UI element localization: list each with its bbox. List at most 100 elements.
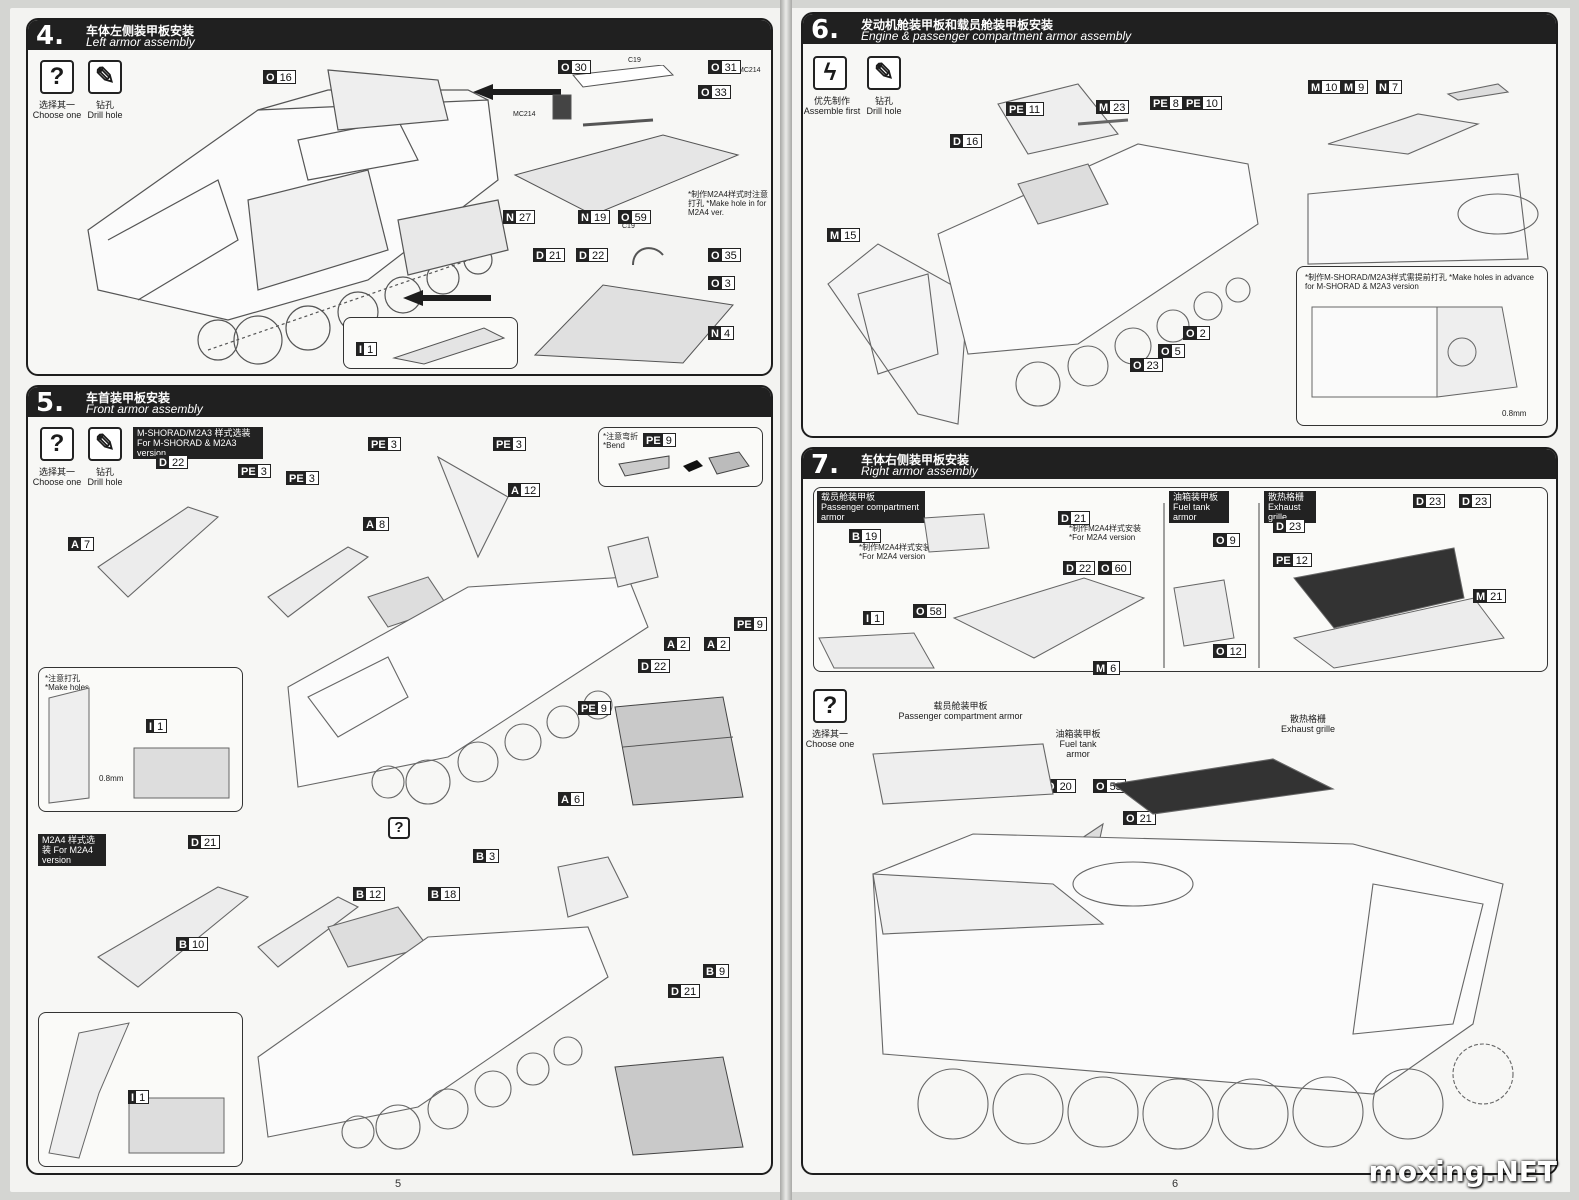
drill-size: 0.8mm bbox=[99, 774, 124, 783]
part-letter: D bbox=[639, 660, 651, 673]
hull-rear-drawing bbox=[1307, 83, 1539, 265]
part-letter: A bbox=[69, 538, 81, 551]
version-badge: M2A4 样式选装 For M2A4 version bbox=[38, 834, 106, 866]
part-letter: N bbox=[709, 327, 721, 340]
part-number: 5 bbox=[1174, 346, 1181, 358]
choose-one-icon: ? bbox=[813, 689, 847, 723]
part-letter: B bbox=[429, 888, 441, 901]
mc-label: MC214 bbox=[738, 67, 761, 74]
part-number: 10 bbox=[1205, 98, 1218, 110]
part-letter: D bbox=[1460, 495, 1472, 508]
part-letter: O bbox=[264, 71, 277, 84]
holes-detail-drawing bbox=[48, 687, 230, 804]
part-number: 11 bbox=[1028, 104, 1041, 116]
armor-plate-lower-drawing bbox=[533, 247, 734, 364]
part-number: 2 bbox=[1199, 328, 1206, 340]
part-letter: M bbox=[1097, 101, 1111, 114]
m2a4-note: *制作M2A4样式安装 *For M2A4 version bbox=[1069, 524, 1142, 542]
part-number: 3 bbox=[308, 473, 315, 485]
step-5-header: 5. 车首装甲板安装 Front armor assembly bbox=[28, 387, 771, 418]
drill-hole-icon: ✎ bbox=[88, 60, 122, 94]
part-letter: I bbox=[357, 343, 365, 356]
part-letter: D bbox=[1274, 520, 1286, 533]
part-letter: A bbox=[364, 518, 376, 531]
part-number: 22 bbox=[591, 250, 605, 262]
part-number: 1 bbox=[874, 613, 881, 625]
step-7-panel: 7. 车体右侧装甲板安装 Right armor assembly 载员舱装甲板… bbox=[801, 447, 1558, 1175]
part-letter: O bbox=[1094, 780, 1107, 793]
part-number: 21 bbox=[683, 986, 697, 998]
part-number: 21 bbox=[203, 837, 217, 849]
part-letter: A bbox=[559, 793, 571, 806]
group-parts-drawing bbox=[818, 503, 1505, 669]
mc-label: MC214 bbox=[513, 111, 536, 118]
holes-detail-drawing bbox=[1311, 306, 1518, 398]
part-number: 21 bbox=[1073, 513, 1087, 525]
part-number: 9 bbox=[756, 619, 763, 631]
drill-size: 0.8mm bbox=[1502, 409, 1527, 418]
part-letter: O bbox=[1214, 645, 1227, 658]
choose-one-icon: ? bbox=[40, 427, 74, 461]
part-letter: PE bbox=[1274, 554, 1293, 567]
assemble-first-icon: ϟ bbox=[813, 56, 847, 90]
part-letter: I bbox=[129, 1091, 137, 1104]
front-plate-b-drawing bbox=[614, 1056, 744, 1156]
part-number: 35 bbox=[724, 250, 737, 262]
part-number: 16 bbox=[965, 136, 979, 148]
part-letter: M bbox=[1309, 81, 1323, 94]
part-letter: O bbox=[709, 249, 722, 262]
watermark-logo: moxing.NET bbox=[1368, 1155, 1557, 1188]
part-letter: A bbox=[705, 638, 717, 651]
part-number: 23 bbox=[1474, 496, 1488, 508]
part-number: 10 bbox=[191, 939, 205, 951]
part-number: 3 bbox=[515, 439, 522, 451]
step-title-en: Engine & passenger compartment armor ass… bbox=[861, 29, 1132, 43]
part-letter: M bbox=[1342, 81, 1356, 94]
part-number: 3 bbox=[260, 466, 267, 478]
part-number: 4 bbox=[723, 328, 731, 340]
part-number: 22 bbox=[1078, 563, 1092, 575]
holes-note: *制作M-SHORAD/M2A3样式需提前打孔 *Make holes in a… bbox=[1305, 273, 1534, 291]
part-letter: O bbox=[1159, 345, 1172, 358]
m2a4-note: *制作M2A4样式安装 *For M2A4 version bbox=[859, 543, 932, 561]
drill-hole-icon: ✎ bbox=[867, 56, 901, 90]
part-number: 22 bbox=[653, 661, 667, 673]
part-letter: O bbox=[619, 211, 632, 224]
part-number: 59 bbox=[634, 212, 647, 224]
part-number: 2 bbox=[679, 639, 687, 651]
part-letter: O bbox=[709, 277, 722, 290]
part-number: 1 bbox=[139, 1092, 146, 1104]
step-title-zh: 车体右侧装甲板安装 bbox=[861, 453, 970, 467]
part-letter: D bbox=[1064, 562, 1076, 575]
choose-one-icon: ? bbox=[40, 60, 74, 94]
part-letter: M bbox=[828, 229, 842, 242]
